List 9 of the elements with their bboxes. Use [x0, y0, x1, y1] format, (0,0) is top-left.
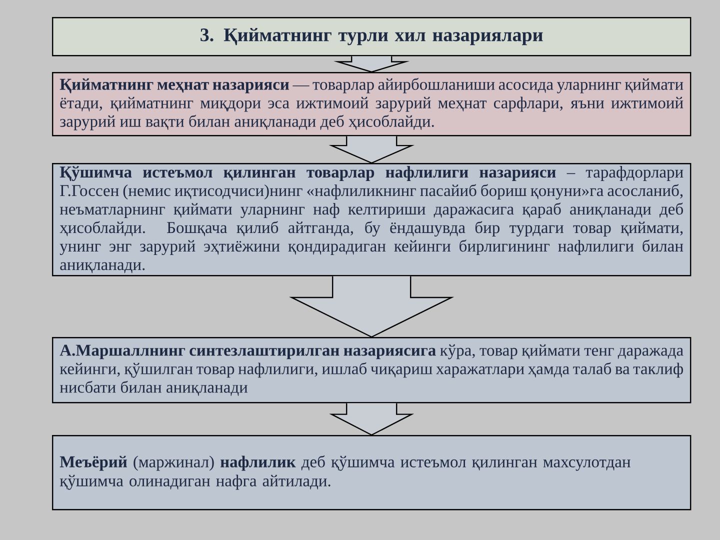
- block-arrow: [328, 136, 414, 164]
- block-arrow: [329, 402, 414, 436]
- block-arrow: [289, 276, 454, 338]
- title-box: 3. Қийматнинг турли хил назариялари: [52, 17, 692, 56]
- text-box: Қийматнинг меҳнат назарияси — товарлар айирбошланиши асосида уларнинг қиймати ётади, қийматнинг миқдори эса ижтимоий зарурий меҳнат сарфлари, яъни ижтимоий зарурий иш вақти билан аниқланади деб ҳисоблайди.: [52, 72, 692, 136]
- block-arrow: [334, 56, 410, 73]
- text-box: Қўшимча истеъмол қилинган товарлар нафлилиги назарияси – тарафдорлари Г.Госсен (немис иқтисодчиси)нинг «нафлиликнинг пасайиб бориш қонуни»га асосланиб, неъматларнинг қиймати уларнинг наф келтириши даражасига қараб аниқланади деб ҳисоблайди. Бошқача қилиб айтганда, бу ёндашувда бир турдаги товар қиймати, унинг энг зарурий эҳтиёжини қондирадиган кейинги бирлигининг нафлилиги билан аниқланади.: [52, 163, 692, 276]
- text-box: Меъёрий (маржинал) нафлилик деб қўшимча истеъмол қилинган махсулотдан қўшимча олинадиган нафга айтилади.: [52, 435, 692, 510]
- text-box: А.Маршаллнинг синтезлаштирилган назариясига кўра, товар қиймати тенг даражада кейинги, қўшилган товар нафлилиги, ишлаб чиқариш харажатлари ҳамда талаб ва таклиф нисбати билан аниқланади: [52, 337, 692, 404]
